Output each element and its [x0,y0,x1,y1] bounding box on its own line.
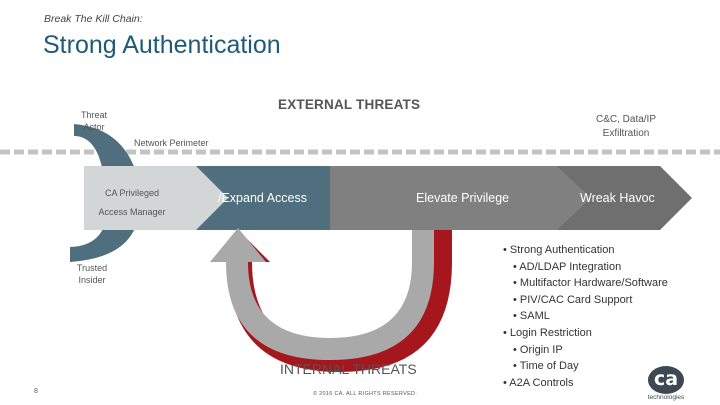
stage-gain-access-label: /Expand Access [218,191,307,205]
internal-threats-label: INTERNAL THREATS [280,361,417,377]
bullet-item: • PIV/CAC Card Support [513,293,633,306]
bullet-item: • Time of Day [513,360,579,373]
bullet-item: • AD/LDAP Integration [513,260,622,273]
exfil-line2: Exfiltration [602,128,650,139]
threat-actor-path [74,124,138,178]
page-number: 8 [34,388,38,395]
bullet-item: • Origin IP [513,343,563,356]
external-threats-label: EXTERNAL THREATS [278,97,421,112]
bullet-item: • SAML [513,310,550,323]
stage-elevate-shape [330,166,590,230]
stage-havoc-shape [556,166,692,230]
trusted-insider-line1: Trusted [76,263,108,273]
threat-actor-line2: Actor [83,122,105,132]
bullet-item: • Multifactor Hardware/Software [513,277,668,290]
stage-havoc-label: Wreak Havoc [580,191,655,205]
network-perimeter-label: Network Perimeter [134,138,209,148]
lateral-line2: Reconnaissance [310,319,374,329]
controls-bullet-list: • Strong Authentication • AD/LDAP Integra… [486,242,668,391]
ca-logo-mark: ca [648,366,684,394]
bullet-item: • Login Restriction [503,326,592,339]
trusted-insider-label: Trusted Insider [72,262,112,286]
trusted-insider-line2: Insider [78,275,106,285]
threat-actor-label: Threat Actor [74,109,114,133]
ca-logo: ca technologies [642,366,690,404]
ca-logo-tagline: technologies [647,394,685,401]
copyright-text: © 2016 CA. ALL RIGHTS RESERVED. [313,391,418,397]
bullet-item: • Strong Authentication [503,244,615,256]
bullet-item: • A2A Controls [503,376,574,389]
slide-title: Strong Authentication [43,31,281,59]
stage-elevate-label: Elevate Privilege [416,191,510,205]
trusted-insider-path [70,220,138,262]
ca-pam-line2: Access Manager [98,207,166,217]
exfiltration-label: C&C, Data/IP Exfiltration [590,113,662,141]
lateral-line1: Lateral Movement, [306,307,378,317]
slide-subtitle: Break The Kill Chain: [44,13,143,25]
lateral-loop-arrow [210,228,434,360]
ca-pam-label: CA Privileged Access Manager [88,184,176,222]
threat-actor-line1: Threat [80,110,107,120]
exfil-line1: C&C, Data/IP [595,114,657,125]
lateral-movement-label: Lateral Movement, Reconnaissance [292,306,392,330]
ca-pam-shape [84,166,228,230]
ca-pam-line1: CA Privileged [104,188,160,198]
